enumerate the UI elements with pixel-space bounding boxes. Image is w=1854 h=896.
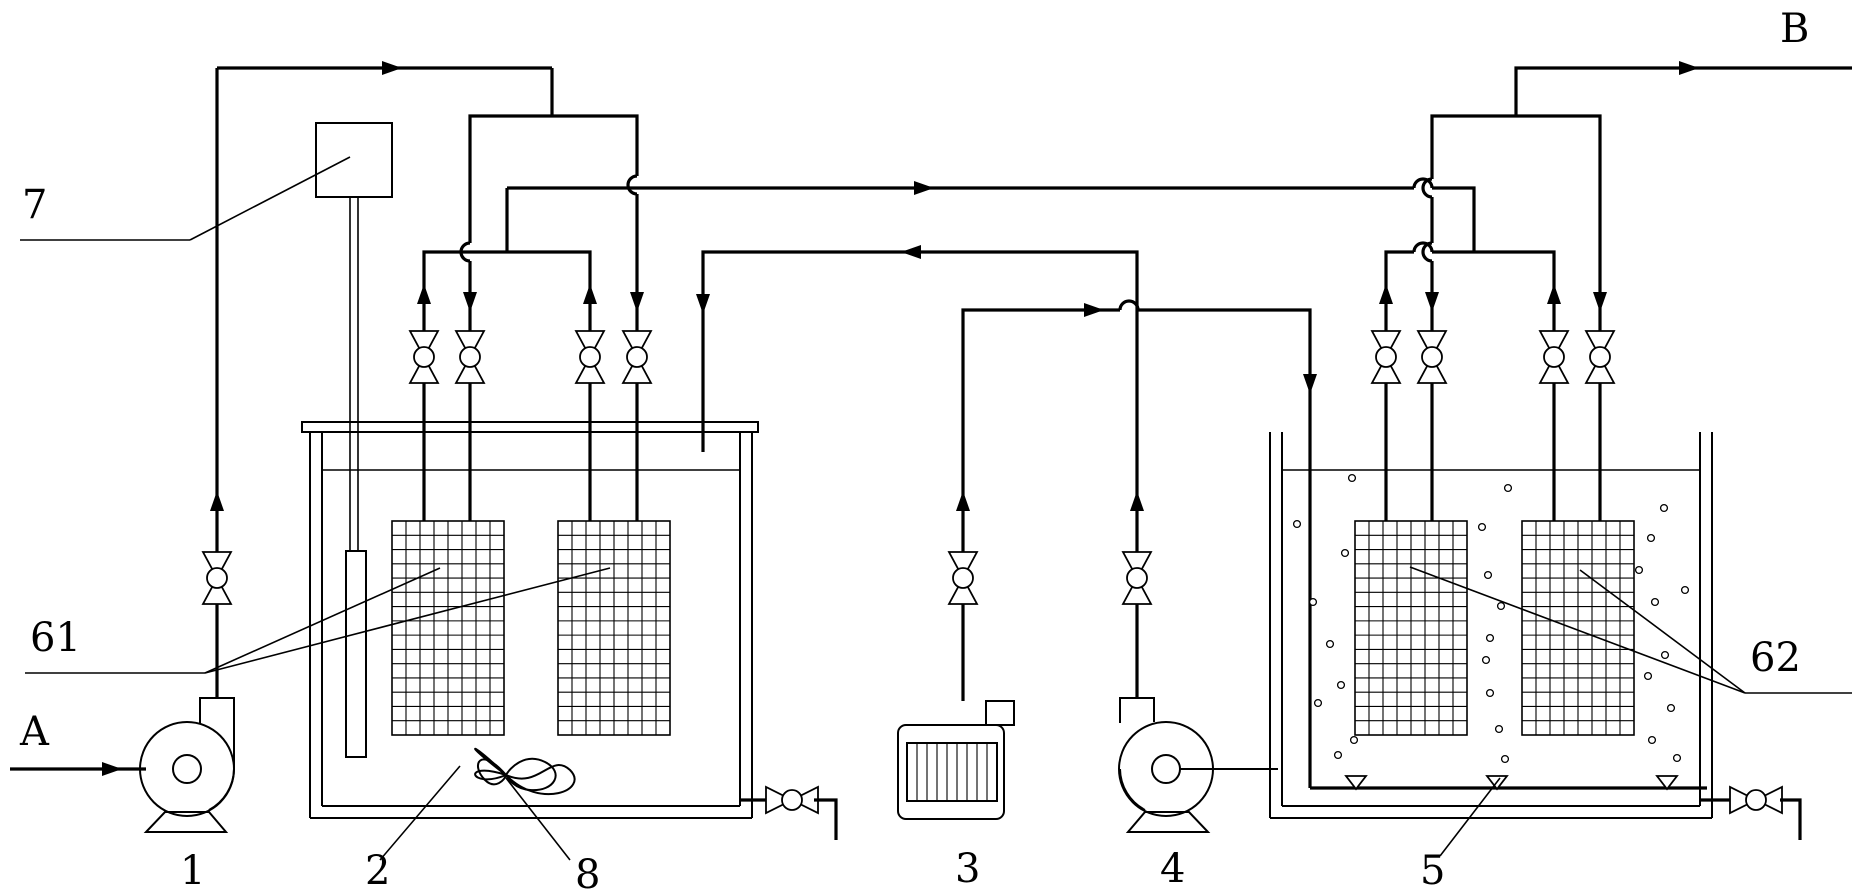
pipe-return-line bbox=[696, 245, 1139, 452]
label-b: B bbox=[1780, 6, 1809, 52]
label-3: 3 bbox=[955, 846, 980, 892]
blower-3: 3 bbox=[897, 700, 1015, 892]
label-1: 1 bbox=[180, 848, 205, 894]
label-a: A bbox=[19, 709, 50, 755]
pipes-tank2-modules bbox=[409, 188, 652, 521]
label-61: 61 bbox=[30, 615, 81, 661]
tank-5: 5 bbox=[1269, 432, 1802, 894]
pipes-tank5-modules: B bbox=[1371, 6, 1852, 521]
stirrer-8: 8 bbox=[474, 747, 600, 896]
membrane-module-62a bbox=[1354, 520, 1468, 736]
device-7: 7 bbox=[20, 122, 393, 758]
membrane-module-62b bbox=[1521, 520, 1635, 736]
label-62: 62 bbox=[1750, 635, 1801, 681]
pipe-permeate-header bbox=[507, 177, 1476, 252]
label-7: 7 bbox=[22, 182, 47, 228]
membrane-module-61b bbox=[557, 520, 671, 736]
pipe-pump1-riser bbox=[202, 61, 644, 698]
pump-4: 4 bbox=[1118, 372, 1278, 892]
tank-2: 2 bbox=[301, 421, 838, 894]
label-8: 8 bbox=[575, 852, 600, 896]
pipe-blower-air bbox=[948, 299, 1707, 790]
pump-1: 1 bbox=[139, 697, 235, 894]
inlet-a: A bbox=[10, 709, 146, 776]
label-2: 2 bbox=[365, 848, 390, 894]
label-4: 4 bbox=[1160, 846, 1185, 892]
label-62-group: 62 bbox=[1409, 566, 1852, 694]
label-61-group: 61 bbox=[25, 567, 611, 674]
membrane-module-61a bbox=[391, 520, 505, 736]
